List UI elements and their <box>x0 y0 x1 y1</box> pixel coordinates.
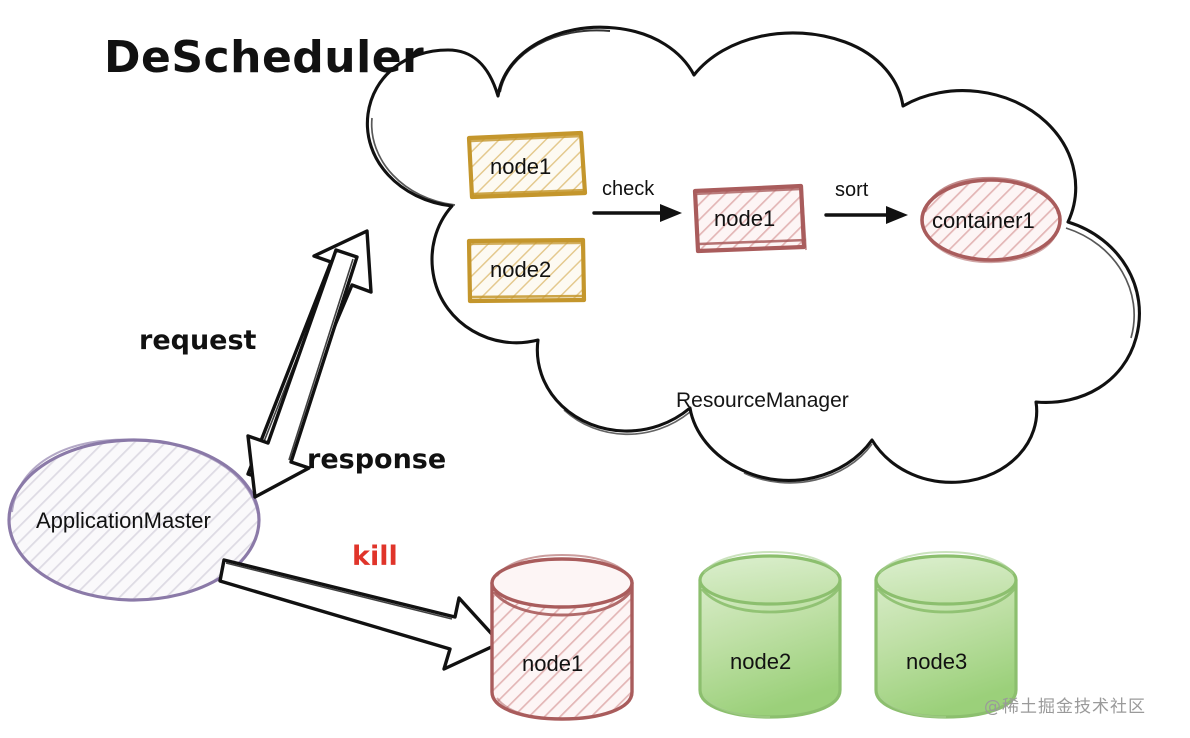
rm-node2-box[interactable] <box>466 237 587 304</box>
container1-ellipse[interactable] <box>920 176 1062 264</box>
kill-arrow <box>218 558 502 671</box>
cyl-node2[interactable] <box>698 550 842 719</box>
sort-arrow <box>824 206 908 224</box>
selected-node1-box[interactable] <box>692 183 807 254</box>
response-arrow <box>246 248 359 499</box>
cyl-node3[interactable] <box>874 550 1018 719</box>
check-arrow <box>592 204 682 222</box>
cyl-node1[interactable] <box>490 553 634 721</box>
rm-node1-box[interactable] <box>466 130 588 200</box>
application-master-ellipse[interactable] <box>7 438 261 602</box>
